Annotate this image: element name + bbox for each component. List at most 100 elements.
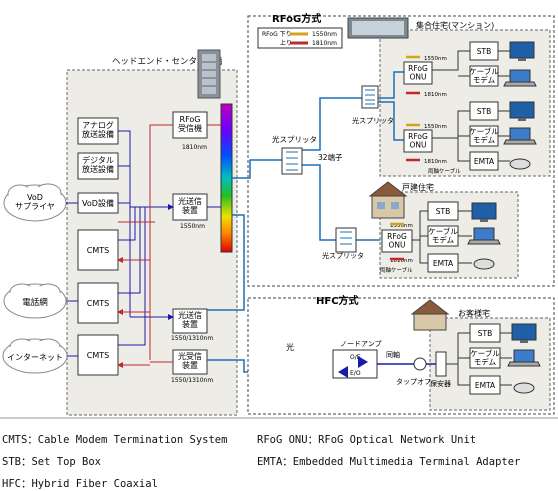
house-w1810: 1810nm [390, 258, 413, 264]
digital-broadcast-label: デジタル放送設備 [82, 155, 114, 174]
mdu-w1550-a: 1550nm [424, 56, 447, 62]
rfog-legend-up-label: 上り [280, 39, 292, 47]
cmts-label-3: CMTS [87, 351, 109, 360]
house-emta-label: EMTA [433, 259, 454, 268]
hfc-emta-label: EMTA [475, 381, 496, 390]
house-title: 戸建住宅 [402, 182, 434, 192]
hfc-phone-icon [513, 382, 535, 394]
hfc-laptop-icon [507, 349, 541, 367]
house-phone-icon [473, 258, 495, 270]
mdu-onu-2 [403, 129, 433, 153]
abbreviation-legend: CMTS：Cable Modem Termination System RFoG… [0, 420, 558, 490]
mdu-building-icon [347, 17, 409, 39]
node-amp-eo: E/O [350, 370, 361, 377]
optical-tx-label-2: 光送信装置 [178, 310, 202, 329]
analog-broadcast-box [77, 117, 119, 145]
mdu-splitter [361, 85, 379, 109]
house-modem-label: ケーブルモデム [428, 226, 458, 245]
internet-cloud: インターネット [2, 338, 68, 374]
optical-rx-box [172, 349, 208, 375]
cmts-box-1 [77, 229, 119, 271]
internet-label: インターネット [7, 353, 63, 362]
rfog-wavelength-legend [257, 27, 343, 49]
cmts-box-3 [77, 334, 119, 376]
hfc-stb-label: STB [478, 329, 493, 338]
legend-emta: EMTA：Embedded Multimedia Terminal Adapte… [257, 456, 521, 468]
analog-broadcast-label: アナログ放送設備 [82, 120, 114, 139]
legend-hfc: HFC：Hybrid Fiber Coaxial [2, 478, 158, 490]
node-amp-up-triangle [338, 366, 348, 378]
phone-network-cloud: 電話網 [3, 283, 67, 319]
mdu-stb-1-label: STB [477, 47, 492, 56]
mdu-splitter-label: 光スプリッタ [352, 116, 394, 125]
node-amp-down-triangle [358, 356, 368, 368]
house-splitter-label: 光スプリッタ [322, 251, 364, 260]
mdu-emta-label: EMTA [474, 157, 495, 166]
hfc-tv-icon [511, 323, 537, 343]
mdu-laptop-icon-1 [503, 69, 537, 87]
rfog-title: RFoG方式 [272, 12, 321, 25]
main-splitter [281, 147, 303, 175]
optical-tx-box-2 [172, 308, 208, 334]
legend-stb: STB：Set Top Box [2, 456, 102, 468]
protector-label: 保安器 [430, 379, 451, 388]
port-count-label: 32端子 [318, 152, 343, 162]
tap-off-label: タップオフ [396, 377, 431, 386]
hfc-light-label: 光 [286, 342, 294, 352]
house-w1550: 1550nm [390, 223, 413, 229]
mdu-laptop-icon-2 [503, 127, 537, 145]
house-splitter [335, 227, 357, 253]
house-onu [381, 229, 413, 253]
wdm-combiner-bar [220, 103, 233, 253]
mdu-stb-2-label: STB [477, 107, 492, 116]
protector-box [435, 351, 447, 377]
optical-rx-label: 光受信装置 [178, 351, 202, 370]
vod-equipment-label: VoD設備 [82, 198, 114, 208]
mdu-both-cable: 両軸ケーブル [428, 167, 461, 175]
mdu-tv-icon-2 [509, 101, 535, 121]
optical-tx-wavelength-2: 1550/1310nm [171, 335, 213, 342]
rfog-legend-down-label: RFoG 下り [262, 31, 292, 38]
hfc-title: HFC方式 [316, 294, 359, 307]
cmts-box-2 [77, 282, 119, 324]
house-stb-label: STB [436, 207, 451, 216]
mdu-w1810-b: 1810nm [424, 159, 447, 165]
rfog-legend-up-nm: 1810nm [312, 40, 337, 47]
mdu-onu-1 [403, 61, 433, 85]
legend-cmts: CMTS：Cable Modem Termination System [2, 434, 228, 446]
rfog-legend-down-nm: 1550nm [312, 31, 337, 38]
node-amp-oe: O/E [350, 354, 361, 361]
main-splitter-label: 光スプリッタ [272, 134, 317, 144]
optical-tx-wavelength-1: 1550nm [180, 223, 205, 230]
cmts-label-1: CMTS [87, 246, 109, 255]
house-both-cable: 両軸ケーブル [380, 266, 413, 274]
mdu-w1810-a: 1810nm [424, 92, 447, 98]
house-laptop-icon [467, 227, 501, 245]
customer-house-icon [410, 299, 450, 331]
headend-building-icon [197, 49, 221, 99]
customer-title: お客様宅 [458, 308, 490, 318]
headend-title: ヘッドエンド・センター設備 [112, 56, 223, 67]
optical-rx-wavelength: 1550/1310nm [171, 377, 213, 384]
mdu-tv-icon-1 [509, 41, 535, 61]
house-tv-icon [471, 202, 497, 222]
phone-network-label: 電話網 [22, 297, 48, 308]
rfog-receiver-wavelength: 1810nm [182, 144, 207, 151]
legend-onu: RFoG ONU：RFoG Optical Network Unit [257, 434, 477, 446]
mdu-modem-1-label: ケーブルモデム [469, 66, 499, 85]
mdu-phone-icon [509, 158, 531, 170]
mdu-w1550-b: 1550nm [424, 124, 447, 130]
house-icon [368, 181, 408, 219]
coax-label: 同軸 [386, 350, 400, 359]
mdu-title: 集合住宅(マンション) [416, 20, 494, 30]
cmts-label-2: CMTS [87, 299, 109, 308]
mdu-modem-2-label: ケーブルモデム [469, 126, 499, 145]
hfc-modem-label: ケーブルモデム [470, 348, 500, 367]
